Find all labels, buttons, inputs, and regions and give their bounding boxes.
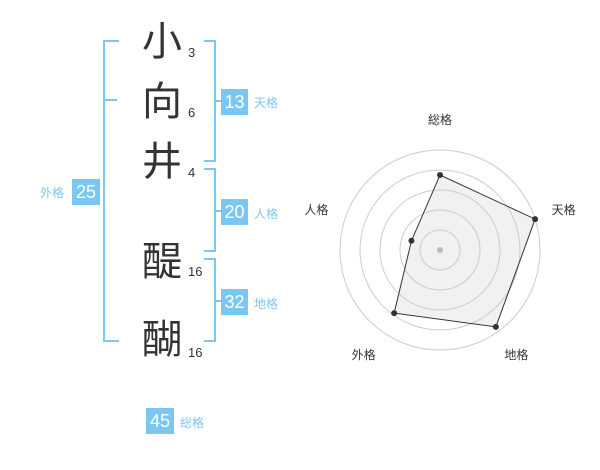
chikaku-value: 32: [221, 289, 248, 315]
radar-point-1: [437, 172, 443, 178]
radar-point-5: [408, 237, 415, 244]
tenkaku-label: 天格: [254, 96, 279, 110]
radar-axis-label-2: 天格: [552, 202, 576, 217]
name-character-5: 醐: [142, 317, 182, 363]
jinkaku-value: 20: [221, 199, 248, 225]
jinkaku-connector: [214, 210, 221, 212]
radar-point-4: [391, 310, 398, 317]
gaikaku-bracket-mid-tick: [103, 99, 117, 101]
stroke-count-3: 4: [188, 165, 196, 180]
stroke-count-1: 3: [188, 45, 196, 60]
name-character-3: 井: [142, 139, 182, 185]
name-character-2: 向: [142, 79, 182, 125]
gaikaku-value: 25: [72, 179, 100, 205]
radar-grid-ring: [379, 189, 501, 311]
tenkaku-connector: [214, 100, 221, 102]
radar-data-area: [393, 174, 536, 328]
stroke-count-4: 16: [188, 264, 203, 279]
tenkaku-value: 13: [221, 89, 248, 115]
radar-axis-label-4: 外格: [352, 347, 376, 362]
soukaku-value: 45: [146, 408, 174, 434]
radar-grid-ring: [419, 229, 461, 271]
radar-axis-label-1: 総格: [428, 112, 452, 127]
radar-axis-label-3: 地格: [504, 347, 528, 362]
radar-center-dot: [437, 247, 443, 253]
soukaku-label: 総格: [180, 416, 205, 430]
gaikaku-label: 外格: [40, 186, 65, 200]
stroke-count-5: 16: [188, 345, 203, 360]
radar-grid-ring: [339, 149, 541, 351]
radar-grid-ring: [399, 209, 481, 291]
radar-grid-ring: [359, 169, 521, 331]
chikaku-connector: [214, 300, 221, 302]
gaikaku-bracket: [103, 40, 119, 342]
radar-point-3: [492, 323, 499, 330]
stroke-count-2: 6: [188, 105, 196, 120]
radar-point-2: [532, 216, 539, 223]
radar-axis-label-5: 人格: [304, 202, 328, 217]
chikaku-label: 地格: [254, 297, 279, 311]
name-character-4: 醍: [142, 239, 182, 285]
jinkaku-label: 人格: [254, 207, 279, 221]
name-character-1: 小: [142, 19, 182, 65]
